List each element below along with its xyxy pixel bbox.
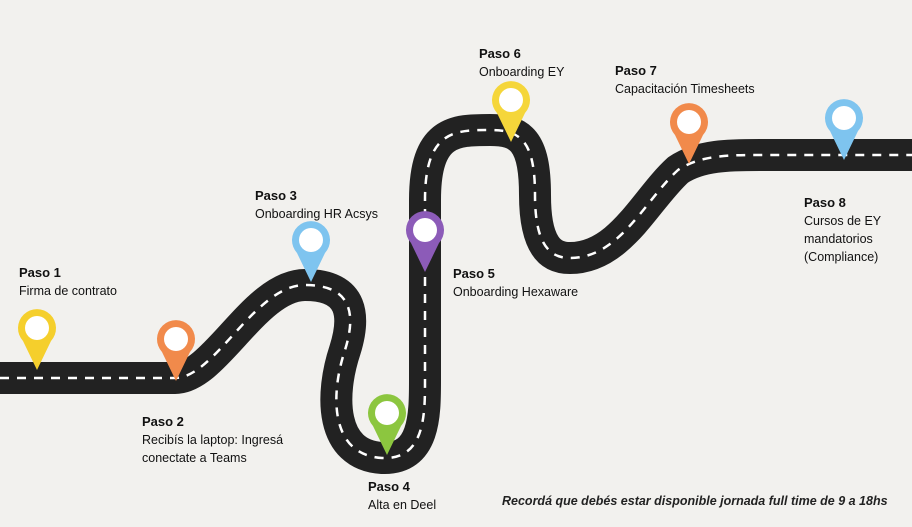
map-pin-icon <box>405 211 444 272</box>
map-pin-icon <box>367 394 406 455</box>
pin-center <box>299 228 323 252</box>
map-pin-icon <box>292 221 330 282</box>
pin-center <box>832 106 856 130</box>
road-surface <box>0 114 912 474</box>
map-pin-icon <box>17 309 57 370</box>
pin-center <box>677 110 701 134</box>
pin-center <box>375 401 399 425</box>
map-pin-icon <box>824 99 863 160</box>
pin-center <box>164 327 188 351</box>
pin-center <box>499 88 523 112</box>
pin-center <box>413 218 437 242</box>
pin-center <box>25 316 49 340</box>
map-pin-icon <box>670 103 708 164</box>
road-center-line <box>0 128 912 460</box>
road <box>0 114 912 474</box>
map-pin-icon <box>492 81 531 142</box>
map-pin-icon <box>157 320 196 381</box>
